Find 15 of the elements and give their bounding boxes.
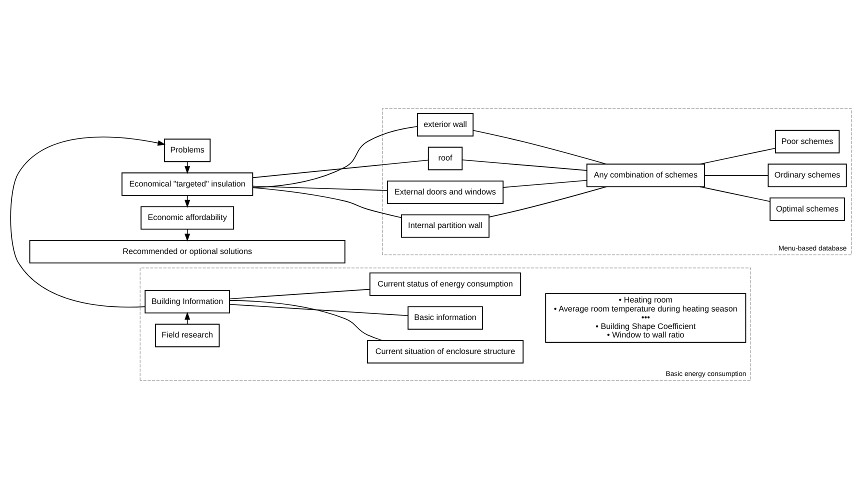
connector	[252, 126, 418, 188]
connector	[488, 186, 607, 217]
connector	[704, 174, 769, 176]
connector	[700, 186, 770, 202]
connector	[472, 129, 607, 164]
connector	[252, 186, 402, 218]
connector	[462, 159, 588, 170]
connector	[700, 147, 776, 164]
connector	[252, 159, 429, 178]
connector	[502, 179, 588, 188]
connector	[252, 185, 388, 190]
arrow	[10, 136, 166, 307]
connector	[229, 300, 383, 340]
connector	[229, 288, 370, 299]
connector	[229, 303, 408, 316]
